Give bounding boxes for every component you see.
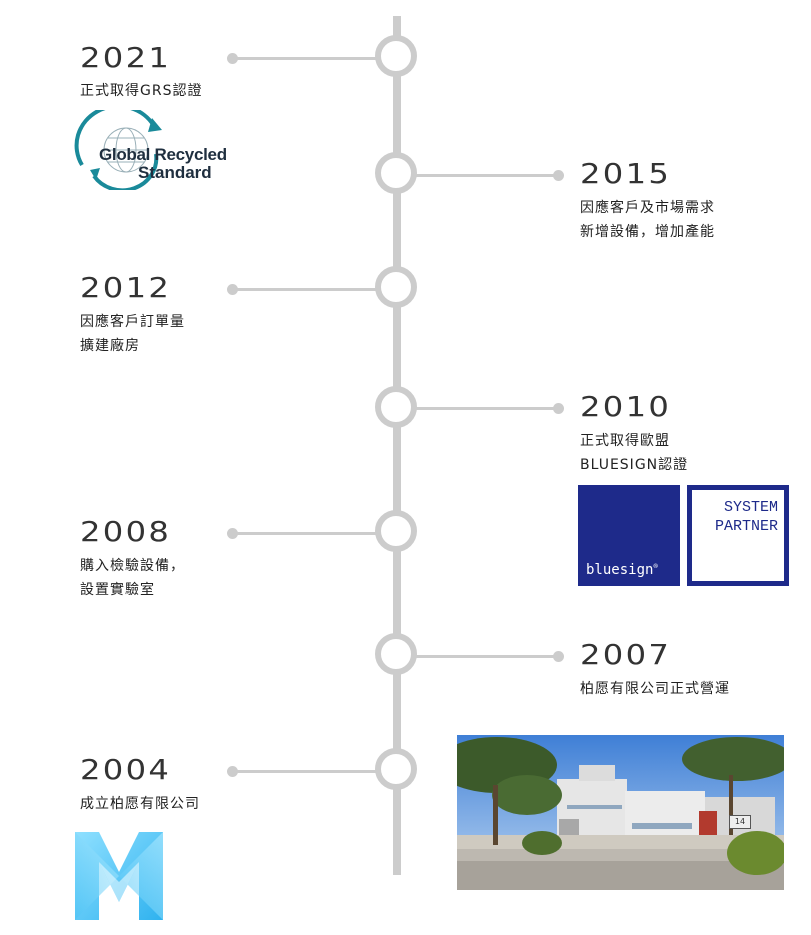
grs-logo-text-line1: Global Recycled (99, 145, 227, 164)
timeline-year-2008: 2008 (80, 515, 172, 548)
system-partner-text: SYSTEM PARTNER (714, 499, 778, 535)
timeline-connector-2021 (232, 57, 378, 60)
timeline-connector-2012 (232, 288, 378, 291)
timeline-year-2004: 2004 (80, 753, 172, 786)
timeline-desc-2004: 成立柏愿有限公司 (80, 796, 200, 812)
system-partner-badge: SYSTEM PARTNER (687, 485, 789, 586)
factory-photo: 14 (457, 735, 784, 890)
timeline-desc-2015: 因應客戶及市場需求 新增設備，增加產能 (580, 200, 715, 240)
bluesign-logo: bluesign® (578, 485, 680, 586)
timeline-connector-2007 (416, 655, 558, 658)
timeline-connector-2010 (416, 407, 558, 410)
timeline-dot-2004 (227, 766, 238, 777)
timeline-node-2012 (375, 266, 417, 308)
timeline-dot-2012 (227, 284, 238, 295)
timeline-dot-2015 (553, 170, 564, 181)
timeline-dot-2021 (227, 53, 238, 64)
timeline-desc-2008: 購入檢驗設備， 設置實驗室 (80, 558, 185, 598)
timeline-year-2007: 2007 (580, 638, 672, 671)
grs-logo: Global Recycled Standard (68, 110, 243, 190)
system-partner-badge-inner: SYSTEM PARTNER (692, 490, 784, 581)
grs-logo-text-line2: Standard (138, 163, 212, 182)
timeline-node-2004 (375, 748, 417, 790)
bluesign-logo-text: bluesign® (586, 562, 658, 578)
grs-globe-icon (74, 110, 162, 190)
timeline-desc-2012: 因應客戶訂單量 擴建廠房 (80, 314, 185, 354)
timeline-dot-2007 (553, 651, 564, 662)
company-m-logo-icon (75, 832, 163, 920)
registered-mark: ® (653, 562, 658, 571)
timeline-year-2015: 2015 (580, 157, 672, 190)
factory-photo-illustration (457, 735, 784, 890)
timeline-desc-2007: 柏愿有限公司正式營運 (580, 681, 730, 697)
timeline-connector-2015 (416, 174, 558, 177)
building-number-sign: 14 (729, 815, 751, 829)
timeline-year-2012: 2012 (80, 271, 172, 304)
timeline-node-2008 (375, 510, 417, 552)
timeline-dot-2010 (553, 403, 564, 414)
timeline-node-2015 (375, 152, 417, 194)
timeline-connector-2008 (232, 532, 378, 535)
timeline-year-2010: 2010 (580, 390, 672, 423)
timeline-node-2010 (375, 386, 417, 428)
timeline-axis (393, 16, 401, 875)
timeline-node-2007 (375, 633, 417, 675)
timeline-desc-2010: 正式取得歐盟 BLUESIGN認證 (580, 433, 689, 473)
timeline-dot-2008 (227, 528, 238, 539)
timeline-desc-2021: 正式取得GRS認證 (80, 83, 203, 99)
timeline-node-2021 (375, 35, 417, 77)
timeline-connector-2004 (232, 770, 378, 773)
timeline-year-2021: 2021 (80, 41, 172, 74)
